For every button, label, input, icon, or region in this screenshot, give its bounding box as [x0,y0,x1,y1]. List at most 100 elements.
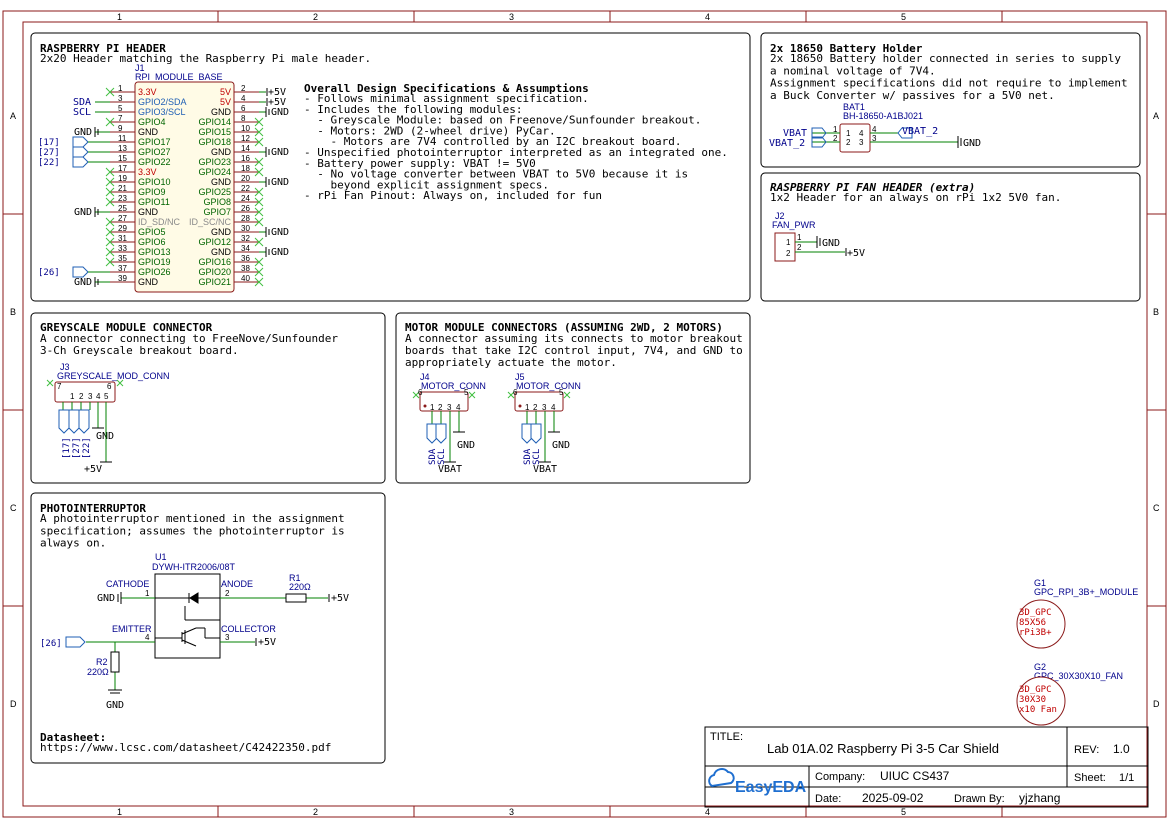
pin-number: 1 [118,84,123,93]
tb-drawn-label: Drawn By: [954,793,1005,805]
nc-mark [563,391,571,399]
r1-value: 220Ω [289,582,311,592]
svg-text:1: 1 [786,238,791,247]
nc-mark [254,207,264,217]
pin-number: 1 [430,403,435,412]
svg-text:3: 3 [859,138,864,147]
zone-column-label: 4 [705,12,710,22]
pin-number: 8 [241,114,246,123]
j3-nc-marks [46,379,124,387]
pin-number: 33 [118,244,127,253]
svg-text:[17]: [17] [62,437,72,459]
pin-number: 2 [241,84,246,93]
motor-box [395,312,751,484]
pin-name: GPIO3/SCL [138,107,186,117]
tb-date-label: Date: [815,793,841,805]
net-port [521,423,533,444]
net-5v: +5V [268,87,286,98]
u1-collector-label: COLLECTOR [221,624,276,634]
svg-text:2: 2 [797,243,802,252]
tb-company-label: Company: [815,771,865,783]
desc-line: - Follows minimal assignment specificati… [304,92,589,105]
pin-number: 20 [241,174,250,183]
pin-name: 5V [220,87,231,97]
nc-mark [105,167,115,177]
r2-value: 220Ω [87,667,109,677]
pin-number: 3 [88,392,93,401]
pin-number: 10 [241,124,250,133]
pin-name: GPIO19 [138,257,171,267]
specs-title: Overall Design Specifications & Assumpti… [304,82,589,95]
desc-line: - Unspecified photointerruptor interpret… [304,146,728,159]
nc-mark [468,391,476,399]
pin-name: GPIO20 [198,267,231,277]
pin-name: 3.3V [138,167,157,177]
net-gnd: GND [552,440,570,451]
greyscale-box [30,312,386,484]
r2-net-gnd: GND [106,700,124,711]
pin-name: GPIO17 [138,137,171,147]
svg-text:3: 3 [872,134,877,143]
j3-net-ports [58,409,90,434]
net-gnd: GND [271,247,289,258]
fan-title: RASPBERRY PI FAN HEADER (extra) [770,181,975,194]
zone-column-label: 3 [509,807,514,817]
battery-desc: 2x 18650 Battery holder connected in ser… [770,52,1128,102]
pin-name: GPIO4 [138,117,166,127]
mech-value: GPC_30X30X10_FAN [1034,671,1123,681]
pin-number: 2 [438,403,443,412]
nc-mark [105,217,115,227]
zone-row-label: A [10,111,16,121]
pin1-dot [423,404,427,408]
net-vbat: VBAT [438,464,462,475]
svg-text:3: 3 [225,633,230,642]
title-block [704,726,1149,808]
net-gnd: GND [74,277,92,288]
nc-mark [105,87,115,97]
zone-row-label: B [1153,307,1159,317]
pin-name: GPIO25 [198,187,231,197]
connector-ref: J5 [515,372,525,382]
net-port [426,423,438,444]
pin-number: 27 [118,214,127,223]
nc-mark [254,167,264,177]
u1-gnd-symbol [117,592,122,604]
svg-text:1: 1 [797,233,802,242]
zone-row-label: D [10,699,17,709]
pin-name: GPIO2/SDA [138,97,187,107]
pin-name: GPIO14 [198,117,231,127]
bat1-net-vbat2-right: VBAT_2 [902,126,938,137]
pin-name: 5V [220,97,231,107]
easyeda-logo-text: EasyEDA [735,779,807,796]
nc-mark [254,197,264,207]
j3-ref: J3 [60,362,70,372]
tb-rev-label: REV: [1074,744,1099,756]
pin-number: 28 [241,214,250,223]
pin-number: 29 [118,224,127,233]
zone-row-label: A [1153,111,1159,121]
j2-ref: J2 [775,211,785,221]
pin-name: GPIO7 [203,207,231,217]
pin-number: 15 [118,154,127,163]
datasheet-link[interactable]: https://www.lcsc.com/datasheet/C42422350… [40,741,331,754]
svg-text:4: 4 [859,129,864,138]
desc-line: A connector connecting to FreeNove/Sunfo… [40,332,338,345]
zone-row-label: C [1153,503,1160,513]
fan-box [760,172,1141,302]
pin-number: 13 [118,144,127,153]
pin-number: 23 [118,194,127,203]
net-label: [27] [38,148,60,158]
nc-mark [254,217,264,227]
j3-value: GREYSCALE_MOD_CONN [57,371,170,381]
rpi-header-box [30,32,751,302]
pin-number: 9 [118,124,123,133]
connector-value: MOTOR_CONN [421,381,486,391]
pin-number: 7 [57,382,62,391]
photo-title: PHOTOINTERRUPTOR [40,502,146,515]
svg-text:2: 2 [786,249,791,258]
mech-body-text: x10 Fan [1019,705,1057,715]
nc-mark [105,177,115,187]
zone-column-label: 1 [117,12,122,22]
